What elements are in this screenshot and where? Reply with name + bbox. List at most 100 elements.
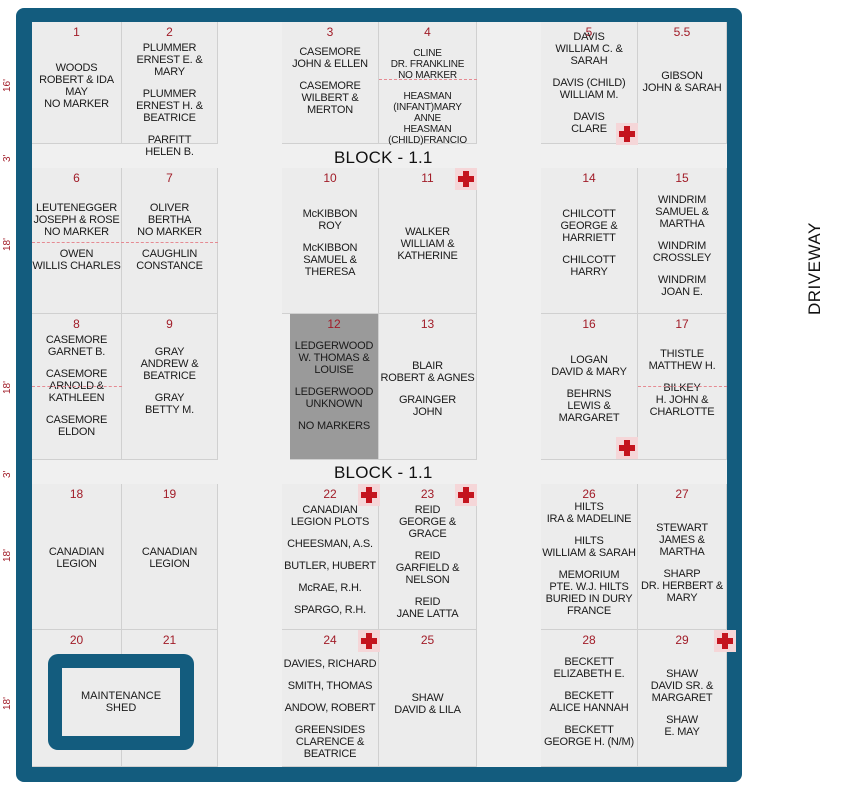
occupant-entry: CHILCOTT HARRY [562,254,616,278]
plot-number: 8 [73,317,80,331]
plot-occupants: OLIVER BERTHA NO MARKER CAUGHLIN CONSTANC… [122,202,217,272]
plot-number: 9 [166,317,173,331]
plot-number: 5.5 [673,25,691,39]
occupant-entry: BUTLER, HUBERT [284,560,376,572]
occupant-entry: STEWART JAMES & MARTHA [656,522,708,558]
occupant-entry: SHAW DAVID & LILA [394,692,461,716]
plot-number: 11 [421,171,434,185]
cross-marker-icon [616,123,638,145]
row-dimension-label: 18' [2,237,13,251]
plot-number: 5 [585,25,593,39]
plot-number: 12 [327,317,341,331]
plot-number: 25 [420,633,435,647]
occupant-entry: SHAW E. MAY [664,714,700,738]
occupant-entry: CANADIAN LEGION [141,546,198,570]
occupant-entry: BECKETT ELIZABETH E. [553,656,625,680]
occupant-entry: HEASMAN (INFANT)MARY ANNE HEASMAN (CHILD… [388,91,467,146]
occupant-entry: SHARP DR. HERBERT & MARY [641,568,723,604]
occupant-entry: PLUMMER ERNEST H. & BEATRICE [136,88,203,124]
plot-occupants: STEWART JAMES & MARTHA SHARP DR. HERBERT … [638,522,726,604]
plot-number: 7 [166,171,173,185]
plot-number: 3 [326,25,334,39]
occupant-entry: LOGAN DAVID & MARY [551,354,627,378]
occupant-entry: SPARGO, R.H. [294,604,366,616]
occupant-entry: DAVIS WILLIAM C. & SARAH [555,31,623,67]
occupant-entry: LEDGERWOOD UNKNOWN [294,386,374,410]
row-dimension-label: 18' [2,380,13,394]
occupant-entry: NO MARKERS [298,420,370,432]
occupant-entry: CHILCOTT GEORGE & HARRIETT [560,208,618,244]
block-label: BLOCK - 1.1 [334,463,433,482]
occupant-entry: REID GARFIELD & NELSON [395,550,460,586]
occupant-entry: THISTLE MATTHEW H. [648,348,716,372]
occupant-entry: WINDRIM CROSSLEY [652,240,712,264]
plot-divider [638,386,727,387]
occupant-entry: BILKEY H. JOHN & CHARLOTTE [649,382,715,418]
plot-occupants: CHILCOTT GEORGE & HARRIETT CHILCOTT HARRY [541,208,637,278]
plot-number: 10 [323,171,337,185]
plot-divider [32,386,122,387]
occupant-entry: GRAY ANDREW & BEATRICE [140,346,199,382]
row-dimension-label: 3' [2,154,13,162]
plot-number: 27 [675,487,689,501]
row-dimension-label: 18' [2,548,13,562]
occupant-entry: OLIVER BERTHA NO MARKER [137,202,202,238]
plot-occupants: BECKETT ELIZABETH E. BECKETT ALICE HANNAH… [541,656,637,748]
occupant-entry: HILTS WILLIAM & SARAH [542,535,636,559]
plot-divider [379,79,477,80]
occupant-entry: CAUGHLIN CONSTANCE [136,248,203,272]
occupant-entry: LEUTENEGGER JOSEPH & ROSE NO MARKER [33,202,120,238]
plot-number: 18 [69,487,84,501]
plot-number: 2 [166,25,173,39]
maintenance-shed: MAINTENANCE SHED [48,654,194,750]
occupant-entry: LEDGERWOOD W. THOMAS & LOUISE [294,340,374,376]
plot-occupants: REID GEORGE & GRACE REID GARFIELD & NELSO… [379,504,476,620]
plot-occupants: SHAW DAVID & LILA [379,692,476,716]
occupant-entry: CHEESMAN, A.S. [287,538,373,550]
occupant-entry: BECKETT ALICE HANNAH [549,690,629,714]
occupant-entry: REID JANE LATTA [396,596,459,620]
occupant-entry: BECKETT GEORGE H. (N/M) [544,724,634,748]
plot-number: 28 [582,633,596,647]
plot-number: 4 [424,25,431,39]
plot-number: 19 [162,487,177,501]
occupant-entry: REID GEORGE & GRACE [398,504,457,540]
plot-occupants: WALKER WILLIAM & KATHERINE [379,226,476,262]
occupant-entry: SMITH, THOMAS [287,680,373,692]
maintenance-shed-label: MAINTENANCE SHED [80,690,162,714]
